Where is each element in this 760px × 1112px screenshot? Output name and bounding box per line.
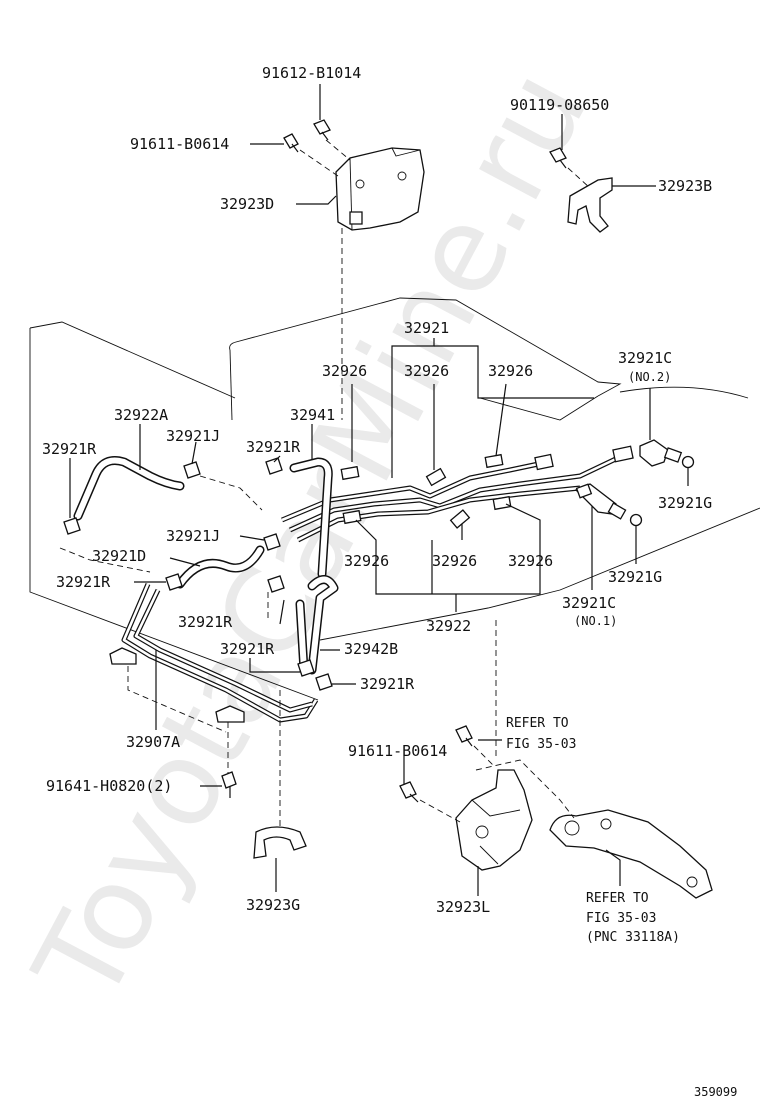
- fitting-32921c-no1[interactable]: [574, 483, 627, 520]
- gasket-32921g-1[interactable]: [681, 455, 695, 469]
- label-fig-35-03-2: FIG 35-03: [586, 911, 656, 926]
- label-32921c-bottom: 32921C: [562, 594, 616, 612]
- label-32942b: 32942B: [344, 640, 398, 658]
- label-32921c-top: 32921C: [618, 349, 672, 367]
- label-32923l: 32923L: [436, 898, 490, 916]
- label-32921: 32921: [404, 319, 449, 337]
- gasket-32921g-2[interactable]: [629, 513, 643, 527]
- label-32926-6: 32926: [508, 552, 553, 570]
- bolt-91611-b0614-top[interactable]: [283, 133, 299, 153]
- label-32923d: 32923D: [220, 195, 274, 213]
- bolt-refer-fig-35-03[interactable]: [455, 725, 473, 747]
- label-32926-5: 32926: [432, 552, 477, 570]
- bracket-32923d[interactable]: [335, 147, 425, 231]
- label-32921r-3: 32921R: [56, 573, 111, 591]
- label-32922: 32922: [426, 617, 471, 635]
- label-32926-2: 32926: [404, 362, 449, 380]
- label-32926-1: 32926: [322, 362, 367, 380]
- bolt-91611-b0614-bottom[interactable]: [399, 781, 419, 803]
- label-32921r-5: 32921R: [220, 640, 275, 658]
- label-32922a: 32922A: [114, 406, 168, 424]
- clip-32926-group[interactable]: [340, 453, 512, 529]
- mount-brackets-32907a[interactable]: [109, 647, 245, 723]
- fitting-32921c-no2[interactable]: [534, 439, 683, 471]
- label-32941: 32941: [290, 406, 335, 424]
- label-32921r-1: 32921R: [42, 440, 97, 458]
- label-no1: (NO.1): [574, 614, 617, 628]
- pipe-32907a[interactable]: [121, 583, 319, 723]
- pipe-assembly-32921[interactable]: [281, 453, 624, 543]
- label-no2: (NO.2): [628, 370, 671, 384]
- label-32923g: 32923G: [246, 896, 300, 914]
- label-90119-08650: 90119-08650: [510, 96, 609, 114]
- label-fig-35-03-1: FIG 35-03: [506, 737, 576, 752]
- label-32921j-1: 32921J: [166, 427, 220, 445]
- bolt-91641-h0820[interactable]: [221, 771, 237, 798]
- label-32923b: 32923B: [658, 177, 712, 195]
- reference-bracket-33118a[interactable]: [549, 809, 713, 899]
- bolt-90119-08650[interactable]: [549, 147, 567, 169]
- label-32926-3: 32926: [488, 362, 533, 380]
- hose-32941[interactable]: [289, 457, 333, 579]
- label-91611-b0614-bottom: 91611-B0614: [348, 742, 447, 760]
- part-labels: 91612-B1014 90119-08650 91611-B0614 3292…: [42, 64, 737, 1099]
- label-refer-to-1: REFER TO: [506, 716, 569, 731]
- clamp-32923g[interactable]: [253, 826, 307, 859]
- label-32921g-2: 32921G: [608, 568, 662, 586]
- label-91611-b0614-top: 91611-B0614: [130, 135, 229, 153]
- figure-number: 359099: [694, 1085, 737, 1099]
- label-32921r-6: 32921R: [360, 675, 415, 693]
- clamp-group-32921j[interactable]: [183, 461, 281, 551]
- label-32921d: 32921D: [92, 547, 146, 565]
- frame-outline: [29, 297, 760, 701]
- hose-32942b[interactable]: [295, 575, 339, 675]
- label-32921r-2: 32921R: [246, 438, 301, 456]
- bolt-91612-b1014[interactable]: [313, 119, 331, 141]
- leader-lines: [69, 84, 689, 896]
- label-32926-4: 32926: [344, 552, 389, 570]
- label-91612-b1014: 91612-B1014: [262, 64, 361, 82]
- label-32921r-4: 32921R: [178, 613, 233, 631]
- hose-32922a[interactable]: [73, 456, 185, 521]
- hose-32921d[interactable]: [175, 545, 265, 589]
- label-32907a: 32907A: [126, 733, 180, 751]
- clamp-group-32921r[interactable]: [63, 457, 333, 691]
- label-pnc-33118a: (PNC 33118A): [586, 930, 680, 945]
- label-refer-to-2: REFER TO: [586, 891, 649, 906]
- label-91641-h0820: 91641-H0820(2): [46, 777, 172, 795]
- bracket-32923l[interactable]: [455, 769, 533, 871]
- label-32921g-1: 32921G: [658, 494, 712, 512]
- bracket-32923b[interactable]: [567, 177, 613, 233]
- label-32921j-2: 32921J: [166, 527, 220, 545]
